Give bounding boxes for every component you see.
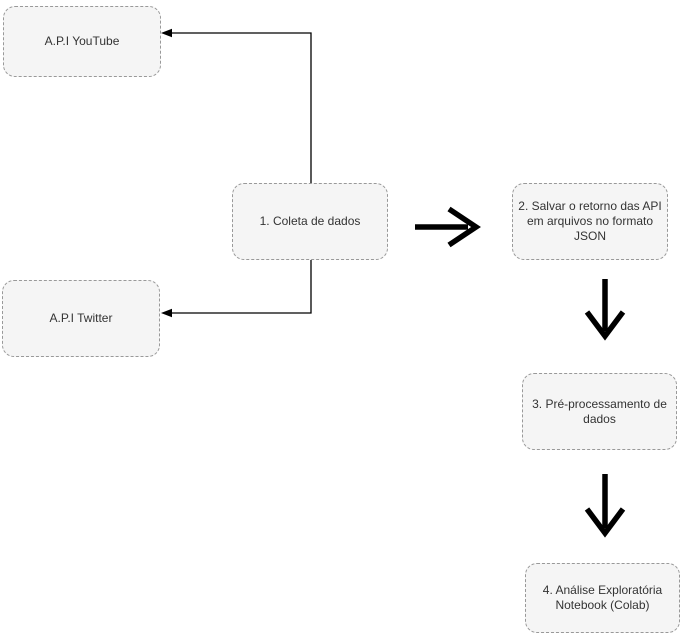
node-api-twitter-label: A.P.I Twitter	[49, 311, 113, 325]
node-coleta-de-dados: 1. Coleta de dados	[232, 183, 388, 260]
thick-arrow-down-1-icon	[584, 279, 626, 341]
edge-coleta-to-youtube	[170, 32, 312, 183]
edge-coleta-to-twitter	[170, 260, 312, 314]
node-coleta-de-dados-label: 1. Coleta de dados	[259, 214, 361, 228]
arrowhead-left-youtube-icon	[161, 28, 172, 38]
node-salvar-retorno-json-label: 2. Salvar o retorno das API em arquivos …	[518, 199, 662, 243]
node-api-youtube-label: A.P.I YouTube	[44, 34, 120, 48]
node-analise-exploratoria: 4. Análise Exploratória Notebook (Colab)	[525, 563, 680, 633]
node-pre-processamento: 3. Pré-processamento de dados	[522, 373, 677, 450]
thick-arrow-right-icon	[415, 206, 481, 248]
arrowhead-left-twitter-icon	[161, 308, 172, 318]
node-salvar-retorno-json: 2. Salvar o retorno das API em arquivos …	[512, 183, 668, 260]
thick-arrow-down-2-icon	[584, 474, 626, 538]
node-api-twitter: A.P.I Twitter	[2, 280, 160, 357]
node-pre-processamento-label: 3. Pré-processamento de dados	[532, 396, 667, 426]
node-api-youtube: A.P.I YouTube	[3, 6, 161, 77]
node-analise-exploratoria-label: 4. Análise Exploratória Notebook (Colab)	[542, 583, 663, 612]
